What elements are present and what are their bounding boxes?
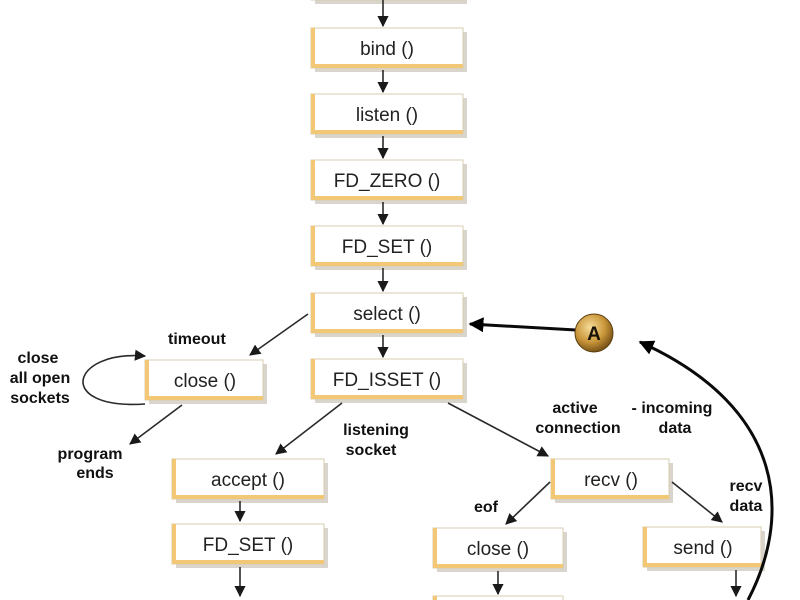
box-close-left-label: close () [174, 371, 236, 392]
box-fd-isset-label: FD_ISSET () [333, 370, 441, 391]
box-fd-set-1-label: FD_SET () [342, 237, 432, 258]
label-close-all-1: close [18, 350, 59, 367]
label-listening-2: socket [346, 442, 397, 459]
box-select-label: select () [353, 304, 421, 325]
connector-a: A [574, 313, 614, 353]
box-close-eof: close () [432, 527, 567, 572]
box-send-label: send () [673, 538, 732, 559]
box-send: send () [642, 526, 765, 571]
box-accept-label: accept () [211, 470, 285, 491]
label-listening-1: listening [343, 422, 409, 439]
label-timeout: timeout [168, 331, 226, 348]
loop-back-curve [638, 340, 774, 600]
label-eof: eof [474, 499, 499, 516]
box-fd-set-2: FD_SET () [171, 523, 328, 568]
box-bind-label: bind () [360, 39, 414, 60]
box-select: select () [310, 292, 467, 337]
label-active-1: active [552, 400, 597, 417]
box-socket-top [310, 0, 467, 4]
label-recv-data-1: recv [730, 478, 763, 495]
box-listen-label: listen () [356, 105, 418, 126]
box-listen: listen () [310, 93, 467, 138]
label-close-all-2: all open [10, 370, 70, 387]
box-fd-isset: FD_ISSET () [310, 358, 467, 403]
box-fd-set-2-label: FD_SET () [203, 535, 293, 556]
arrow-fdisset-recv [447, 402, 549, 457]
label-recv-data-2: data [730, 498, 763, 515]
box-recv-label: recv () [584, 470, 638, 491]
label-program-2: ends [76, 465, 113, 482]
label-program-1: program [58, 446, 123, 463]
arrow-fdisset-accept [275, 402, 343, 455]
arrow-close-loop [82, 349, 147, 406]
label-incoming-1: - incoming [632, 400, 713, 417]
label-close-all-3: sockets [10, 390, 70, 407]
box-fd-set-1: FD_SET () [310, 225, 467, 270]
connector-a-letter: A [587, 324, 601, 345]
box-close-left: close () [144, 359, 267, 404]
box-bind: bind () [310, 27, 467, 72]
label-incoming-2: data [659, 420, 692, 437]
box-accept: accept () [171, 458, 328, 503]
box-close-eof-label: close () [467, 539, 529, 560]
box-fd-zero: FD_ZERO () [310, 159, 467, 204]
box-bottom-partial-center [432, 595, 564, 600]
box-recv: recv () [550, 458, 673, 503]
box-fd-zero-label: FD_ZERO () [334, 171, 441, 192]
arrow-select-close [249, 313, 309, 356]
arrow-close-program-ends [129, 404, 183, 445]
arrow-recv-close-eof [505, 481, 551, 525]
label-active-2: connection [535, 420, 620, 437]
arrow-recv-send [671, 481, 723, 523]
loop-a-to-select [468, 317, 577, 333]
